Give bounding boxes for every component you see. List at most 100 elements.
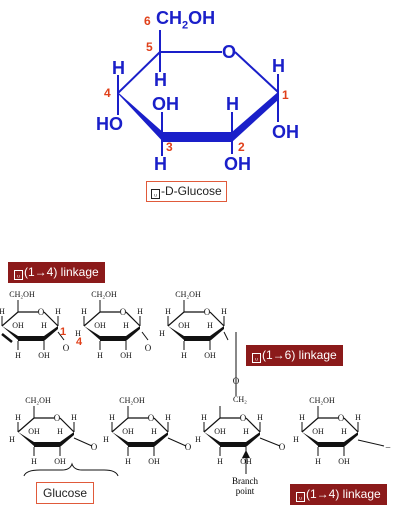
missing-glyph-icon: ᵤ [14, 270, 23, 280]
caption-text: -D-Glucose [161, 184, 222, 198]
h-label: H [165, 413, 171, 422]
missing-glyph-icon: ᵤ [296, 492, 305, 502]
oh-label: OH [214, 427, 226, 436]
c1-h: H [272, 56, 285, 76]
h-label: H [31, 457, 37, 466]
ring-bond-thick [210, 326, 224, 341]
branch-o: O [233, 376, 240, 386]
ring-bond-thick [18, 432, 34, 446]
glucose-unit-label: Glucose [36, 482, 95, 504]
glycosidic-o: O [279, 442, 286, 452]
ch2oh-label: CH₂OH [309, 396, 335, 405]
linkage-text: (1→4) linkage [306, 487, 381, 501]
oh-label: OH [54, 457, 66, 466]
h-label: H [15, 351, 21, 360]
h-label: H [15, 413, 21, 422]
h-label: H [137, 307, 143, 316]
ring-bond [43, 311, 59, 327]
branch-point-label: Branch point [232, 476, 258, 496]
ring-bond-c2-c1 [232, 92, 278, 142]
ring-bond [167, 311, 185, 327]
ring-bond-c3-c2 [162, 132, 232, 142]
oh-text: OH [188, 8, 216, 28]
linkage-label-bottom-right: ᵤ(1→4) linkage [290, 484, 387, 505]
c2-oh: OH [224, 154, 251, 174]
ring-oxygen: O [222, 42, 237, 62]
glucose-brace [23, 462, 119, 477]
ring-bond-thick [220, 442, 246, 447]
ring-oxygen: O [38, 307, 45, 317]
chain-continuation [357, 439, 385, 447]
ring-bond [1, 311, 19, 327]
ring-bond-thick [18, 336, 44, 341]
glycosidic-o: O [63, 343, 70, 353]
oh-label: OH [122, 427, 134, 436]
missing-glyph-icon: ᵤ [151, 189, 160, 199]
h-label: H [165, 307, 171, 316]
oh-label: OH [38, 351, 50, 360]
c2-number: 2 [238, 140, 245, 154]
c3-number: 3 [166, 140, 173, 154]
h-label: H [181, 351, 187, 360]
oh-label: OH [178, 321, 190, 330]
ch2oh-label: CH₂OH [175, 290, 201, 299]
h-label: H [201, 413, 207, 422]
c1-oh: OH [272, 122, 299, 142]
h-label: H [81, 307, 87, 316]
ring-bond-thick [34, 442, 60, 447]
ring-bond [59, 417, 75, 433]
h-label: H [0, 307, 5, 316]
h-label: H [9, 435, 15, 444]
ring-oxygen: O [240, 413, 247, 423]
h-label: H [159, 329, 165, 338]
c4-label-top-row: 4 [76, 336, 83, 348]
ch2oh-label: CH₂OH [119, 396, 145, 405]
h-label: H [123, 321, 129, 330]
ch2oh-label: CH₂OH [91, 290, 117, 299]
h-label: H [355, 413, 361, 422]
ring-bond-thick [84, 326, 100, 340]
ring-bond-thick [154, 432, 168, 447]
linkage-text: (1→4) linkage [24, 265, 99, 279]
branch-word: Branch [232, 476, 258, 486]
h-label: H [299, 413, 305, 422]
glycosidic-bond [141, 331, 149, 341]
glycosidic-bond [259, 437, 281, 447]
c3-h: H [154, 154, 167, 174]
oh-label: OH [338, 457, 350, 466]
c6-ch2oh: CH2OH [156, 8, 215, 32]
h-label: H [315, 457, 321, 466]
glycosidic-bond [73, 437, 93, 447]
c4-ho: HO [96, 114, 123, 134]
sub-2: 2 [182, 19, 189, 32]
chain-continuation-left [1, 333, 13, 343]
c4-number: 4 [104, 86, 111, 100]
ring-bond [17, 417, 35, 433]
ring-bond-c5-c4 [117, 51, 161, 94]
glycosidic-bond [167, 437, 187, 447]
linkage-text: (1→6) linkage [262, 348, 337, 362]
oh-label: OH [312, 427, 324, 436]
h-label: H [195, 435, 201, 444]
ring-bond-o-c1 [234, 51, 279, 93]
ring-bond [111, 417, 129, 433]
linkage-label-top-left: ᵤ(1→4) linkage [8, 262, 105, 283]
h-label: H [75, 329, 81, 338]
h-label: H [125, 457, 131, 466]
oh-label: OH [94, 321, 106, 330]
alpha-d-glucose-caption: ᵤ-D-Glucose [146, 181, 227, 202]
ring-oxygen: O [148, 413, 155, 423]
c1-label-top-row: 1 [60, 326, 67, 338]
ring-bond [209, 311, 225, 327]
h-label: H [57, 427, 63, 436]
h-label: H [217, 457, 223, 466]
h-label: H [103, 435, 109, 444]
h-label: H [97, 351, 103, 360]
linkage-label-right: ᵤ(1→6) linkage [246, 345, 343, 366]
ring-bond [301, 417, 319, 433]
ring-bond [125, 311, 141, 327]
ring-oxygen: O [338, 413, 345, 423]
ring-bond-thick [318, 442, 344, 447]
ring-bond-thick [60, 432, 74, 447]
